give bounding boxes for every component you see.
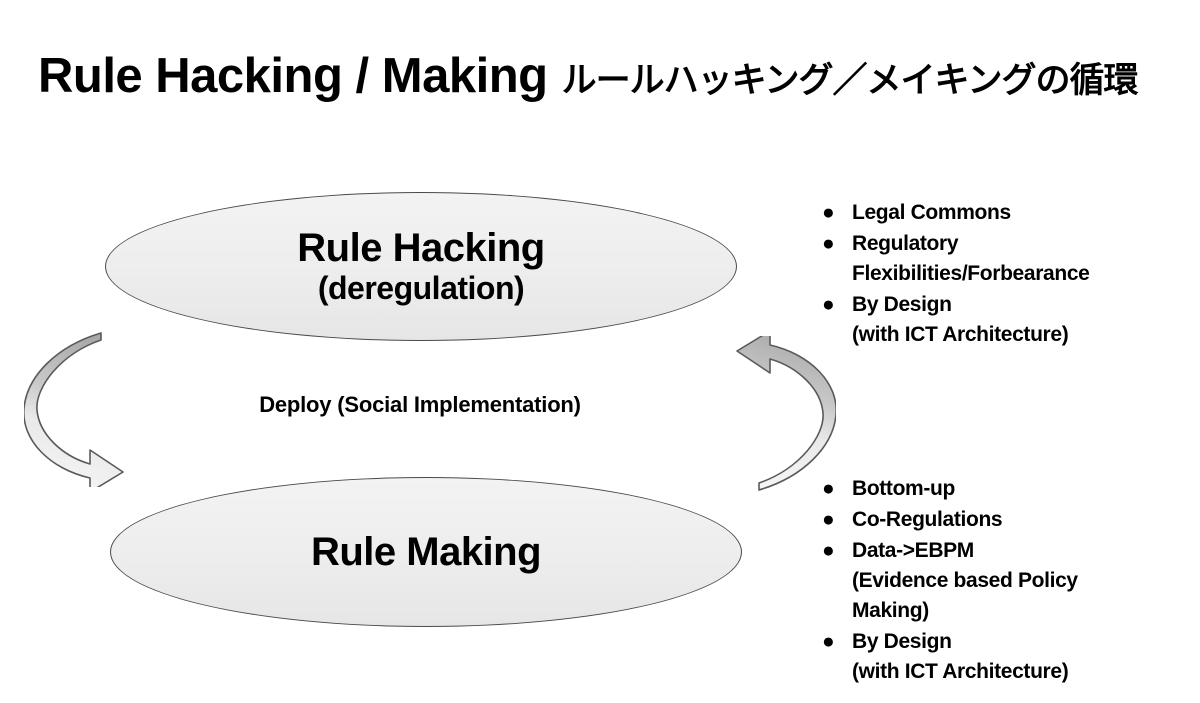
list-item-label: Regulatory Flexibilities/Forbearance — [852, 229, 1184, 289]
curved-arrow-up-icon — [736, 336, 836, 491]
list-item-label-main: By Design — [852, 630, 952, 653]
curved-arrow-down-icon — [24, 332, 124, 487]
list-item-label: By Design (with ICT Architecture) — [852, 290, 1184, 350]
bullet-dot-icon: ● — [822, 232, 835, 255]
bullet-dot-icon: ● — [822, 293, 835, 316]
bullet-list-rule-making: ● Bottom-up ● Co-Regulations ● Data->EBP… — [812, 474, 1184, 688]
list-item: ● Co-Regulations — [812, 505, 1184, 535]
node-rule-making-title: Rule Making — [310, 529, 542, 574]
list-item-label-cont2: Making) — [852, 599, 929, 622]
list-item-label-main: Data->EBPM — [852, 539, 974, 562]
bullet-dot-icon: ● — [822, 539, 835, 562]
list-item-label: Legal Commons — [852, 201, 1011, 224]
list-item-label: By Design (with ICT Architecture) — [852, 627, 1184, 687]
bullet-list-rule-hacking: ● Legal Commons ● Regulatory Flexibiliti… — [812, 198, 1184, 351]
list-item-label-main: By Design — [852, 293, 952, 316]
list-item-label-cont: (with ICT Architecture) — [852, 660, 1069, 683]
node-rule-hacking-title: Rule Hacking — [297, 225, 545, 270]
bullet-dot-icon: ● — [822, 201, 835, 224]
list-item: ● Bottom-up — [812, 474, 1184, 504]
list-item-label-main: Regulatory — [852, 232, 959, 255]
list-item-label-cont: (Evidence based Policy — [852, 569, 1078, 592]
page-title-japanese: ルールハッキング／メイキングの循環 — [561, 61, 1139, 100]
node-rule-hacking-subtitle: (deregulation) — [317, 270, 525, 307]
node-rule-hacking: Rule Hacking (deregulation) — [105, 192, 737, 341]
page-title: Rule Hacking / Making ルールハッキング／メイキングの循環 — [38, 49, 1139, 103]
page-title-english: Rule Hacking / Making — [38, 49, 548, 103]
list-item-label: Bottom-up — [852, 477, 955, 500]
bullet-dot-icon: ● — [822, 508, 835, 531]
list-item-label: Co-Regulations — [852, 508, 1003, 531]
list-item: ● Data->EBPM (Evidence based Policy Maki… — [812, 536, 1184, 626]
list-item: ● By Design (with ICT Architecture) — [812, 290, 1184, 350]
bullet-dot-icon: ● — [822, 630, 835, 653]
list-item-label-cont: (with ICT Architecture) — [852, 323, 1069, 346]
list-item: ● Regulatory Flexibilities/Forbearance — [812, 229, 1184, 289]
list-item: ● By Design (with ICT Architecture) — [812, 627, 1184, 687]
list-item-label-cont: Flexibilities/Forbearance — [852, 262, 1090, 285]
list-item: ● Legal Commons — [812, 198, 1184, 228]
node-rule-making: Rule Making — [110, 477, 742, 627]
list-item-label: Data->EBPM (Evidence based Policy Making… — [852, 536, 1184, 626]
bullet-dot-icon: ● — [822, 477, 835, 500]
deploy-caption: Deploy (Social Implementation) — [259, 392, 581, 417]
